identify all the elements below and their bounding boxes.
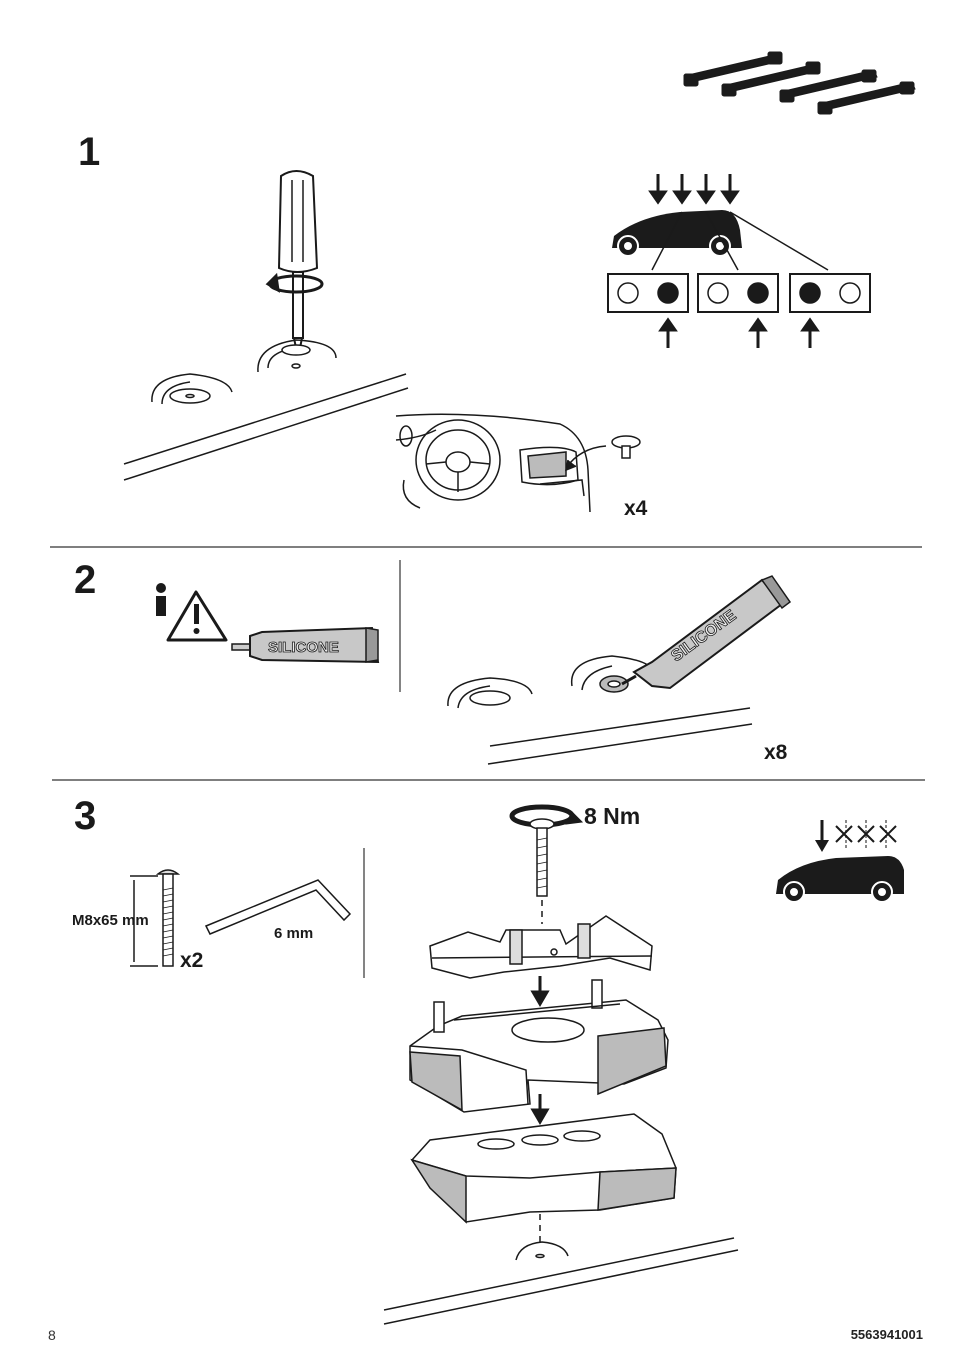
warning-triangle-icon (166, 590, 228, 642)
foot-pad-icon (410, 1113, 677, 1246)
assembly-bolt-icon (529, 818, 555, 924)
step-1-number: 1 (78, 130, 101, 174)
roof-edge-lines-3 (383, 1237, 739, 1325)
document-number: 5563941001 (850, 1327, 923, 1342)
foot-body-icon (409, 979, 669, 1113)
page-number: 8 (48, 1327, 56, 1343)
step-2-quantity: x8 (764, 741, 788, 764)
bolt-spec-label: M8x65 mm (72, 912, 149, 929)
roof-mount-point (151, 339, 337, 405)
bolt-icon (130, 869, 181, 967)
cover-plug-icon (611, 435, 641, 459)
bolt-quantity-label: x2 (180, 949, 204, 972)
foot-bracket-icon (429, 915, 653, 979)
silicone-tube-icon (231, 626, 380, 664)
arrow-down-1 (530, 976, 550, 1007)
roof-mount-point-3 (515, 1241, 569, 1261)
screwdriver-icon (277, 170, 319, 349)
car-roof-prohibited-icon (776, 820, 904, 903)
rotate-arrow-icon (265, 272, 324, 294)
car-roof-position-icon (607, 174, 871, 348)
silicone-tube-applied-icon (621, 575, 792, 690)
arrow-down-2 (530, 1094, 550, 1125)
hex-key-label: 6 mm (274, 925, 314, 942)
roof-mount-point-sealed (447, 655, 655, 709)
step-2-number: 2 (74, 558, 97, 602)
torque-label: 8 Nm (584, 803, 641, 829)
hex-key-icon (204, 879, 352, 935)
car-interior-icon (395, 413, 607, 513)
roof-bar-set-icon (683, 51, 916, 115)
step-1-quantity: x4 (624, 497, 648, 520)
roof-edge-lines (123, 373, 409, 481)
step-3-number: 3 (74, 794, 97, 838)
roof-edge-lines-2 (487, 707, 753, 765)
info-icon (156, 583, 166, 616)
section-dividers (50, 546, 925, 978)
